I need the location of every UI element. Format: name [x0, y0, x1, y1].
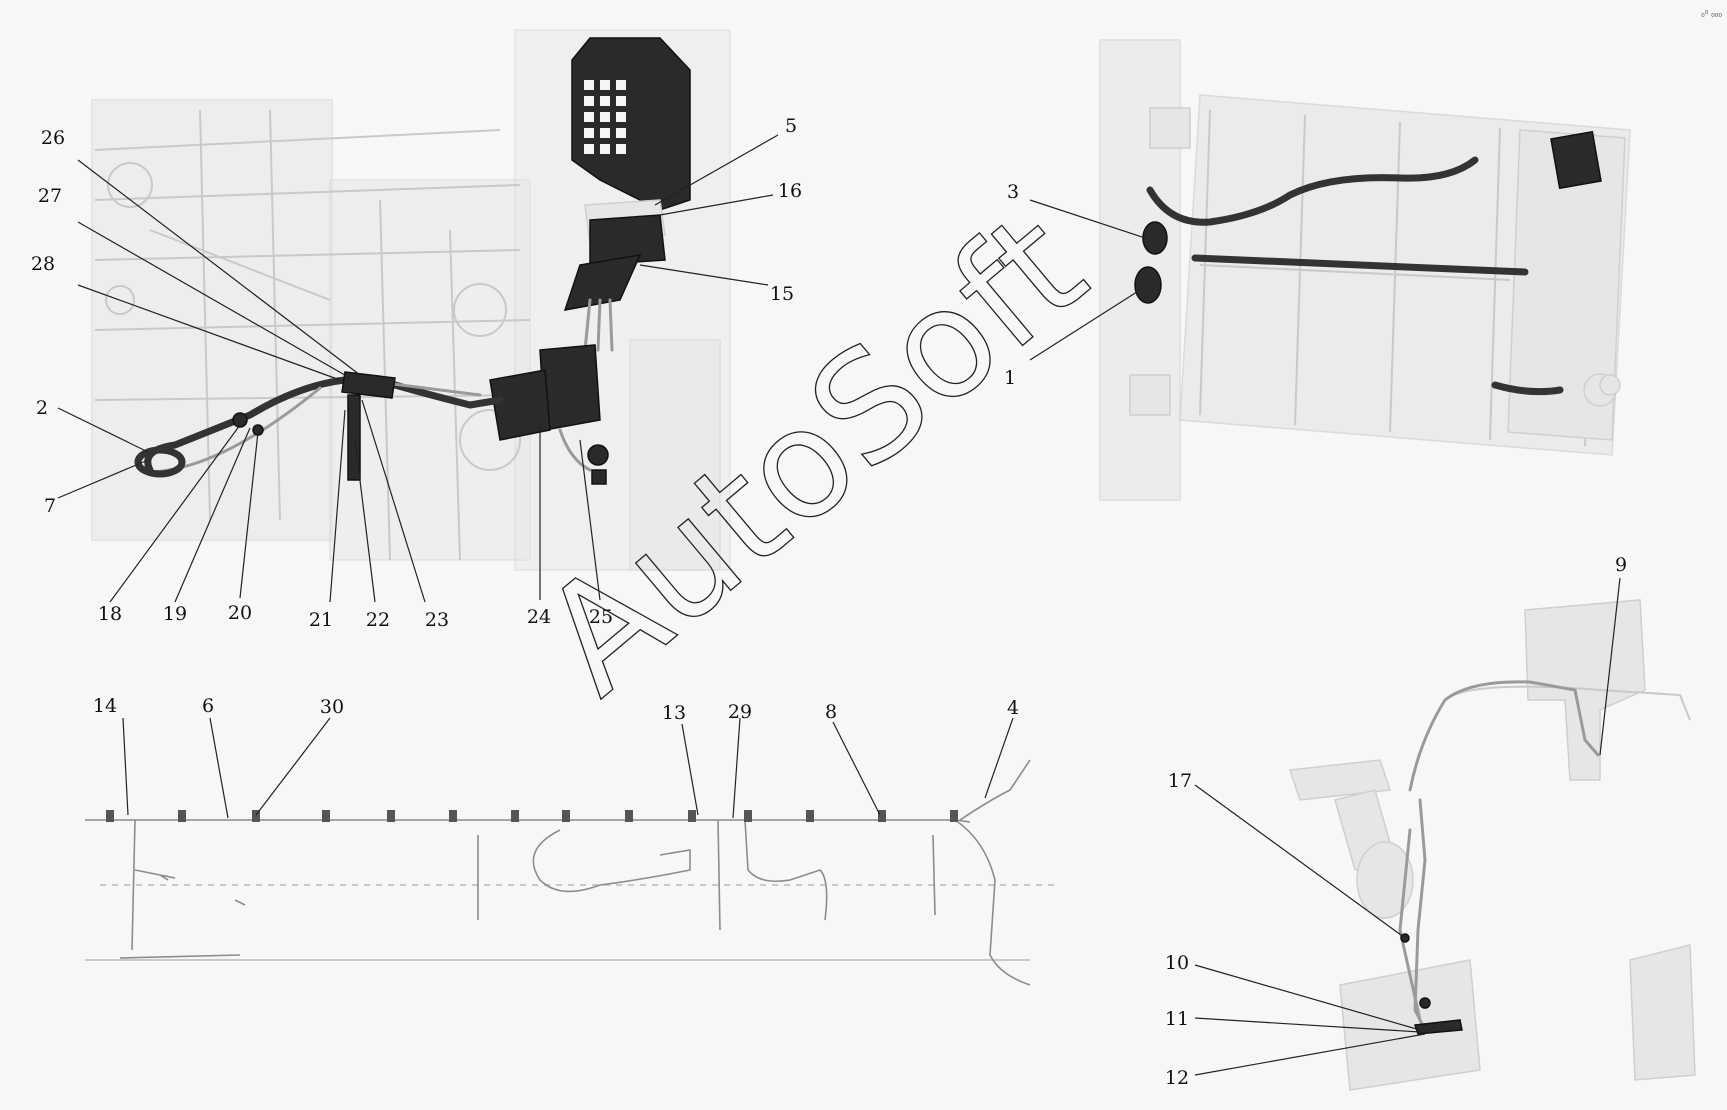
callout-14: 14 [93, 695, 117, 717]
callout-6: 6 [202, 695, 214, 717]
callout-29: 29 [728, 701, 752, 723]
callout-26: 26 [41, 127, 65, 149]
callout-2: 2 [36, 397, 48, 419]
callout-24: 24 [527, 606, 551, 628]
callout-28: 28 [31, 253, 55, 275]
callout-11: 11 [1165, 1008, 1189, 1030]
rear-bracket-view [1288, 599, 1696, 1091]
callout-12: 12 [1165, 1067, 1189, 1089]
battery-box-view [1099, 39, 1631, 501]
corner-mark: ₀⁰ ₀₀₀ [1701, 10, 1722, 20]
leader-lines [57, 134, 1621, 1076]
harness-clips [106, 810, 958, 822]
callout-21: 21 [309, 609, 333, 631]
callout-5: 5 [785, 115, 797, 137]
callout-20: 20 [228, 602, 252, 624]
callout-15: 15 [770, 283, 794, 305]
callout-labels: 1 2 3 4 5 6 7 8 9 10 11 12 13 14 15 16 1… [31, 115, 1627, 1089]
callout-22: 22 [366, 609, 390, 631]
callout-19: 19 [163, 603, 187, 625]
callout-25: 25 [589, 606, 613, 628]
cab-harness-view [91, 29, 731, 571]
callout-13: 13 [662, 702, 686, 724]
callout-3: 3 [1007, 181, 1019, 203]
callout-18: 18 [98, 603, 122, 625]
callout-4: 4 [1007, 697, 1019, 719]
callout-17: 17 [1168, 770, 1192, 792]
chassis-harness-view [85, 759, 1060, 986]
callout-23: 23 [425, 609, 449, 631]
callout-16: 16 [778, 180, 802, 202]
fuse-grid [584, 80, 626, 154]
callout-1: 1 [1004, 367, 1016, 389]
callout-7: 7 [44, 495, 56, 517]
callout-8: 8 [825, 701, 837, 723]
callout-10: 10 [1165, 952, 1189, 974]
callout-9: 9 [1615, 554, 1627, 576]
callout-27: 27 [38, 185, 62, 207]
callout-30: 30 [320, 696, 344, 718]
